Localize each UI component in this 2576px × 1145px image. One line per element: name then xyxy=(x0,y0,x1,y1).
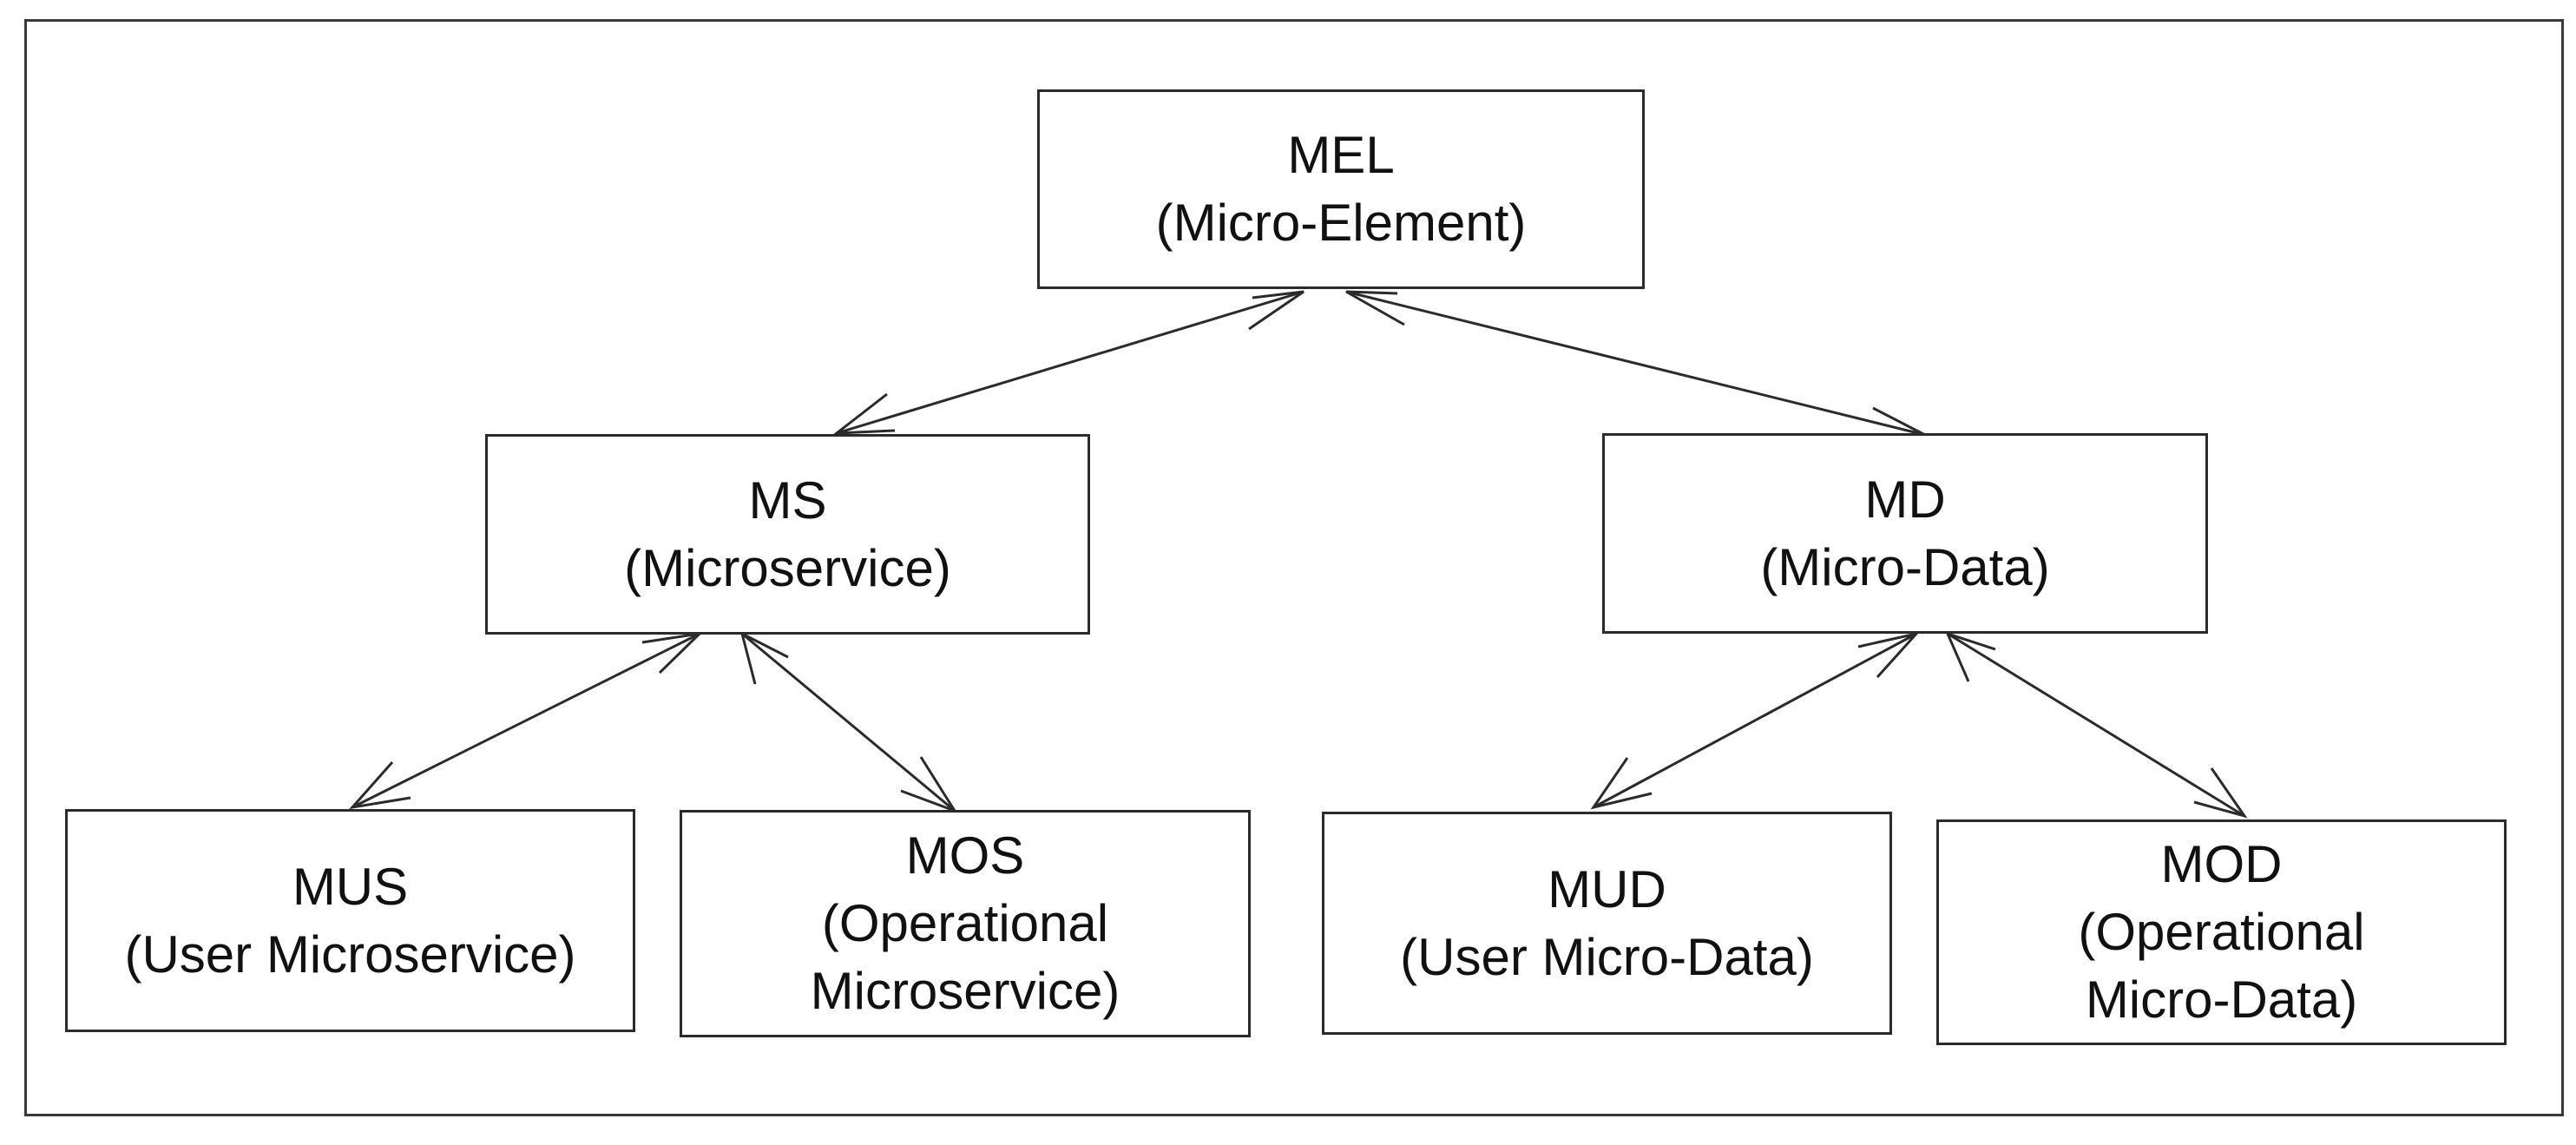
edge-md-mud xyxy=(1590,631,1921,810)
node-mud: MUD (User Micro-Data) xyxy=(1322,812,1892,1035)
node-mel: MEL (Micro-Element) xyxy=(1037,89,1645,289)
node-mus: MUS (User Microservice) xyxy=(65,809,635,1032)
node-mod-abbr: MOD xyxy=(2160,835,2283,893)
node-mos: MOS (Operational Microservice) xyxy=(680,810,1251,1037)
node-md-abbr: MD xyxy=(1864,470,1946,529)
node-mod-full-line1: (Operational xyxy=(2078,903,2365,961)
edge-ms-mus xyxy=(349,631,704,810)
node-mod-full-line2: Micro-Data) xyxy=(2085,971,2358,1029)
edge-md-mod xyxy=(1945,631,2248,819)
node-mus-abbr: MUS xyxy=(292,857,409,916)
edge-mel-md xyxy=(1345,290,1930,442)
node-mel-full: (Micro-Element) xyxy=(1155,194,1527,252)
diagram-frame xyxy=(24,19,2564,1116)
node-md: MD (Micro-Data) xyxy=(1602,433,2208,634)
edge-ms-mos xyxy=(739,631,958,813)
node-mud-full: (User Micro-Data) xyxy=(1400,927,1814,986)
node-mos-full-line1: (Operational xyxy=(821,894,1109,952)
node-mos-abbr: MOS xyxy=(905,826,1025,885)
node-mel-abbr: MEL xyxy=(1287,126,1395,184)
node-ms-abbr: MS xyxy=(748,471,827,530)
node-ms-full: (Microservice) xyxy=(624,538,951,597)
edge-mel-ms xyxy=(832,290,1304,435)
node-mos-full-line2: Microservice) xyxy=(810,962,1120,1020)
node-mod: MOD (Operational Micro-Data) xyxy=(1936,819,2507,1045)
node-ms: MS (Microservice) xyxy=(485,434,1090,635)
node-md-full: (Micro-Data) xyxy=(1760,537,2050,596)
node-mud-abbr: MUD xyxy=(1548,859,1666,918)
node-mus-full: (User Microservice) xyxy=(124,925,576,984)
